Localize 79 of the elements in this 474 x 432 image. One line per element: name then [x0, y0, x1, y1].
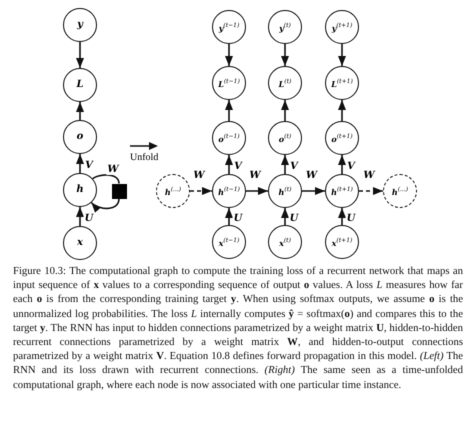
edge-label: W: [362, 171, 376, 181]
figure-caption: Figure 10.3: The computational graph to compute the training loss of a recurrent network that maps an input sequence of x values to a corresponding sequence of output o values. A loss L measures how far each o is from the corresponding training target y. When using softmax outputs, we assume o is the unnormalized log probabilities. The loss L internally computes ŷ = softmax(o) and compares this to the target y. The RNN has input to hidden connections parametrized by a weight matrix U, hidden-to-hidden recurrent connections parametrized by a weight matrix W, and hidden-to-output connections parametrized by a weight matrix V. Equation 10.8 defines forward propagation in this model. (Left) The RNN and its loss drawn with recurrent connections. (Right) The same seen as a time-unfolded computational graph, where each node is now associated with one particular time instance.: [13, 264, 463, 392]
edge-label: W: [304, 171, 318, 181]
variable-node: [63, 173, 97, 207]
variable-node: [63, 68, 97, 102]
variable-node: [325, 10, 359, 44]
variable-label: x$^{(t)}$: [279, 238, 291, 246]
arrow: [338, 100, 346, 121]
edge-label: W: [248, 171, 262, 181]
arrow: [76, 42, 84, 68]
variable-node: [268, 225, 302, 259]
edge-label: V: [346, 162, 356, 172]
variable-node: [268, 121, 302, 155]
variable-label: o$^{(t)}$: [278, 134, 292, 142]
arrow: [76, 102, 84, 120]
arrow: [225, 208, 233, 225]
variable-node: [212, 66, 246, 100]
variable-node: [212, 225, 246, 259]
variable-node: [325, 174, 359, 208]
edge-label: V: [233, 162, 243, 172]
variable-label: o$^{(t−1)}$: [218, 134, 240, 142]
variable-label: y: [77, 20, 83, 30]
arrow: [225, 100, 233, 121]
arrow: [338, 155, 346, 174]
arrow: [302, 187, 325, 195]
variable-label: o$^{(t+1)}$: [331, 134, 353, 142]
unfold-label: Unfold: [130, 153, 158, 163]
arrow: [246, 187, 268, 195]
variable-label: h$^{(t−1)}$: [218, 186, 240, 196]
variable-label: h: [76, 185, 84, 195]
arrow: [225, 44, 233, 66]
delay-square: [112, 184, 126, 198]
variable-label: y$^{(t+1)}$: [332, 22, 352, 32]
edge-label: V: [84, 160, 94, 170]
variable-label: o: [76, 132, 84, 142]
arrow: [338, 44, 346, 66]
variable-node: [325, 225, 359, 259]
variable-node: [63, 226, 97, 260]
variable-node: [268, 174, 302, 208]
arrow: [76, 207, 84, 226]
variable-label: h$^{(t+1)}$: [331, 186, 353, 196]
arrow: [225, 155, 233, 174]
arrow: [281, 100, 289, 121]
variable-label: x$^{(t+1)}$: [332, 238, 352, 246]
arrow: [190, 187, 212, 195]
edge-label: U: [346, 214, 356, 224]
arrow: [281, 208, 289, 225]
variable-node: [268, 66, 302, 100]
arrow: [281, 44, 289, 66]
variable-label: L: [76, 80, 84, 90]
variable-label: h$^{(...)}$: [164, 186, 182, 196]
arrow: [338, 208, 346, 225]
edge-label: U: [84, 214, 94, 224]
variable-node: [212, 10, 246, 44]
arrow: [281, 155, 289, 174]
variable-label: x: [77, 238, 83, 248]
variable-label: L$^{(t)}$: [278, 78, 292, 88]
arrow: [76, 154, 84, 173]
edge-label: W: [192, 171, 206, 181]
variable-label: h$^{(t)}$: [278, 186, 292, 196]
edge-label: U: [232, 214, 244, 224]
variable-node: [212, 174, 246, 208]
arrow: [359, 187, 383, 195]
variable-label: y$^{(t)}$: [279, 22, 291, 32]
arrow: [90, 198, 120, 212]
variable-node: [63, 8, 97, 42]
variable-node: [212, 121, 246, 155]
variable-label: y$^{(t−1)}$: [218, 22, 240, 32]
edge-label: U: [288, 214, 300, 224]
edge-label: W: [106, 165, 120, 175]
variable-label: x$^{(t−1)}$: [218, 238, 240, 246]
variable-label: L$^{(t+1)}$: [331, 78, 353, 88]
variable-label: h$^{(...)}$: [392, 186, 408, 196]
variable-node: [325, 121, 359, 155]
edge-label: V: [289, 162, 299, 172]
variable-node: [325, 66, 359, 100]
variable-label: L$^{(t−1)}$: [218, 78, 240, 88]
variable-node: [268, 10, 302, 44]
variable-node: [63, 120, 97, 154]
